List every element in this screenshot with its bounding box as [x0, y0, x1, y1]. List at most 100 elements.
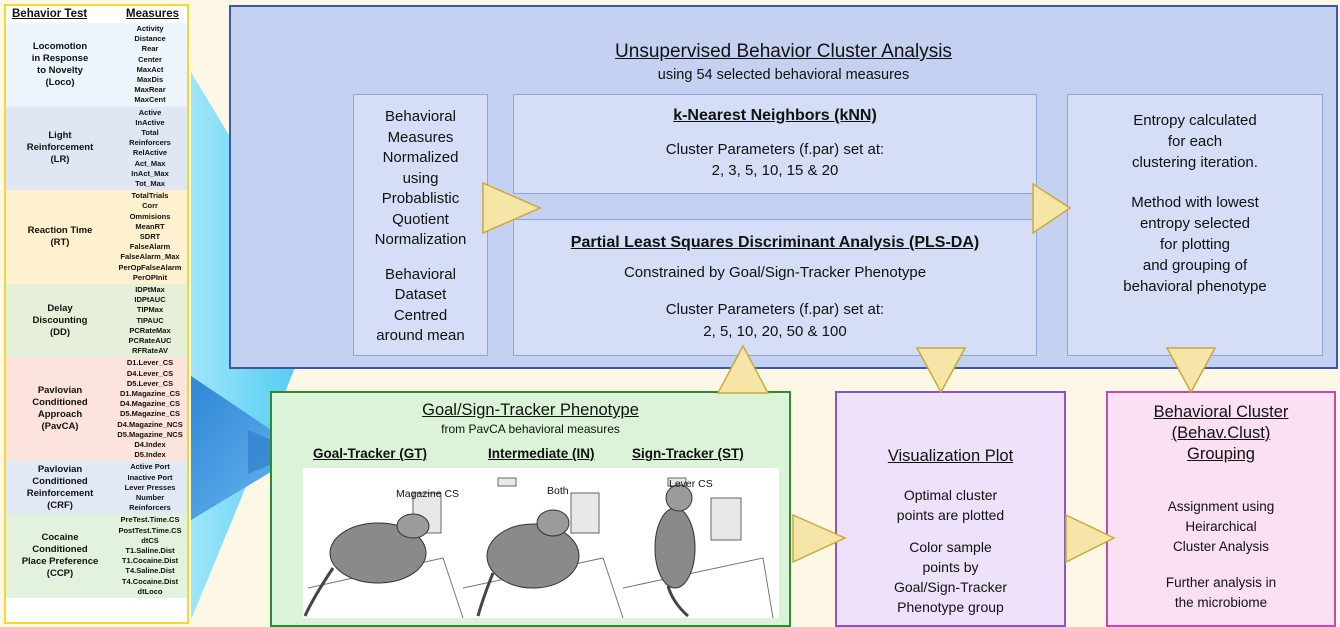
measure-item: FalseAlarm_Max: [120, 252, 180, 262]
measure-item: PCRateMax: [129, 325, 171, 335]
measure-item: MeanRT: [135, 221, 165, 231]
measure-item: Lever Presses: [124, 482, 176, 492]
cluster-title: Behavioral Cluster (Behav.Clust) Groupin…: [1153, 403, 1289, 463]
knn-box: k-Nearest Neighbors (kNN) Cluster Parame…: [513, 94, 1037, 194]
behavioral-cluster-box: Behavioral Cluster (Behav.Clust) Groupin…: [1106, 391, 1336, 627]
sign-tracker-label: Sign-Tracker (ST): [632, 446, 744, 461]
measure-item: D4.Magazine_NCS: [117, 419, 183, 429]
in-lever: [497, 477, 517, 487]
measure-item: TotalTrials: [131, 191, 169, 201]
measure-item: RelActive: [132, 148, 168, 158]
measure-item: D1.Magazine_CS: [119, 389, 181, 398]
measure-item: Total: [141, 128, 159, 137]
measure-item: T4.Saline.Dist: [125, 566, 175, 576]
test-name: Reaction Time (RT): [27, 225, 93, 249]
measure-item: dtCS: [141, 535, 159, 545]
plsda-line1: Constrained by Goal/Sign-Tracker Phenoty…: [623, 264, 927, 281]
measure-item: InAct_Max: [131, 168, 169, 178]
measure-item: MaxCent: [134, 95, 166, 105]
normalization-text: Behavioral Measures Normalized using Pro…: [374, 108, 467, 248]
measure-item: T1.Saline.Dist: [125, 546, 175, 555]
normalization-box: Behavioral Measures Normalized using Pro…: [353, 94, 488, 356]
cluster-text-1: Assignment using Heirarchical Cluster An…: [1167, 499, 1275, 554]
measure-item: PCRateAUC: [128, 336, 172, 346]
test-row: Pavlovian Conditioned Approach (PavCA)D1…: [6, 357, 188, 462]
entropy-text: Entropy calculated for each clustering i…: [1132, 112, 1258, 171]
centering-text: Behavioral Dataset Centred around mean: [376, 265, 465, 345]
measure-item: RFRateAV: [131, 346, 169, 356]
measure-item: FalseAlarm: [129, 242, 171, 252]
measure-item: D4.Lever_CS: [126, 368, 174, 378]
measure-item: Center: [138, 54, 162, 64]
gt-mouse-sketch: [303, 513, 430, 617]
plsda-line3: 2, 5, 10, 20, 50 & 100: [703, 323, 847, 340]
measure-item: IDPtMax: [135, 285, 165, 294]
visualization-text-1: Optimal cluster points are plotted: [896, 487, 1005, 523]
measure-item: D1.Lever_CS: [126, 358, 174, 368]
measure-item: Reinforcers: [129, 138, 171, 148]
measure-item: SDRT: [139, 232, 161, 241]
measure-item: Reinforcers: [129, 503, 171, 513]
test-name: Cocaine Conditioned Place Preference (CC…: [21, 532, 99, 580]
test-name: Delay Discounting (DD): [32, 302, 88, 338]
measure-item: MaxRear: [134, 85, 166, 95]
in-magazine: [570, 492, 600, 534]
measure-item: D5.Magazine_NCS: [117, 429, 183, 439]
in-cue-label: Both: [547, 485, 569, 497]
cluster-analysis-box: Unsupervised Behavior Cluster Analysis u…: [229, 5, 1338, 369]
knn-line2: 2, 3, 5, 10, 15 & 20: [711, 162, 839, 179]
test-row: Pavlovian Conditioned Reinforcement (CRF…: [6, 461, 188, 515]
mouse-sketches: [303, 477, 774, 619]
analysis-title: Unsupervised Behavior Cluster Analysis: [615, 41, 952, 62]
plsda-title: Partial Least Squares Discriminant Analy…: [570, 234, 980, 251]
measure-item: Act_Max: [134, 158, 166, 168]
visualization-box: Visualization Plot Optimal cluster point…: [835, 391, 1066, 627]
phenotype-subtitle: from PavCA behavioral measures: [441, 422, 620, 436]
test-name: Locomotion in Response to Novelty (Loco): [31, 40, 89, 88]
plsda-box: Partial Least Squares Discriminant Analy…: [513, 219, 1037, 356]
measure-item: TIPAUC: [136, 315, 164, 325]
measure-item: T1.Cocaine.Dist: [121, 556, 179, 566]
measure-item: dtLoco: [137, 586, 163, 596]
measure-item: PreTest.Time.CS: [120, 515, 180, 525]
measure-item: MaxDis: [136, 75, 164, 85]
measure-item: Activity: [136, 24, 164, 33]
intermediate-label: Intermediate (IN): [488, 446, 595, 461]
phenotype-title: Goal/Sign-Tracker Phenotype: [422, 401, 639, 419]
visualization-title: Visualization Plot: [887, 447, 1014, 465]
measure-item: Active Port: [130, 462, 170, 472]
knn-title: k-Nearest Neighbors (kNN): [673, 107, 877, 124]
measure-item: Inactive Port: [127, 472, 173, 482]
measure-item: Distance: [134, 34, 166, 44]
measure-item: D5.Index: [134, 450, 166, 460]
measure-item: Active: [138, 107, 162, 117]
st-magazine: [710, 497, 742, 541]
measure-item: IDPtAUC: [134, 295, 166, 305]
test-name: Pavlovian Conditioned Reinforcement (CRF…: [26, 463, 94, 511]
entropy-method-text: Method with lowest entropy selected for …: [1123, 194, 1267, 295]
st-cue-label: Lever CS: [669, 478, 713, 490]
knn-line1: Cluster Parameters (f.par) set at:: [665, 141, 885, 158]
visualization-text-2: Color sample points by Goal/Sign-Tracker…: [893, 539, 1008, 615]
measure-item: Ommisions: [129, 211, 171, 221]
mouse-illustrations: Magazine CS Both Lever CS: [303, 468, 779, 619]
measures-header: Measures: [126, 8, 180, 20]
behavior-test-panel: Behavior Test Measures Locomotion in Res…: [4, 4, 189, 624]
measure-item: Tot_Max: [135, 179, 165, 189]
st-mouse-sketch: [654, 484, 696, 618]
measure-item: InActive: [135, 117, 165, 127]
goal-tracker-label: Goal-Tracker (GT): [313, 446, 428, 461]
test-name: Light Reinforcement (LR): [26, 130, 94, 166]
measure-item: D4.Index: [134, 440, 166, 450]
measure-item: MaxAct: [136, 64, 164, 74]
plsda-line2: Cluster Parameters (f.par) set at:: [665, 301, 885, 318]
